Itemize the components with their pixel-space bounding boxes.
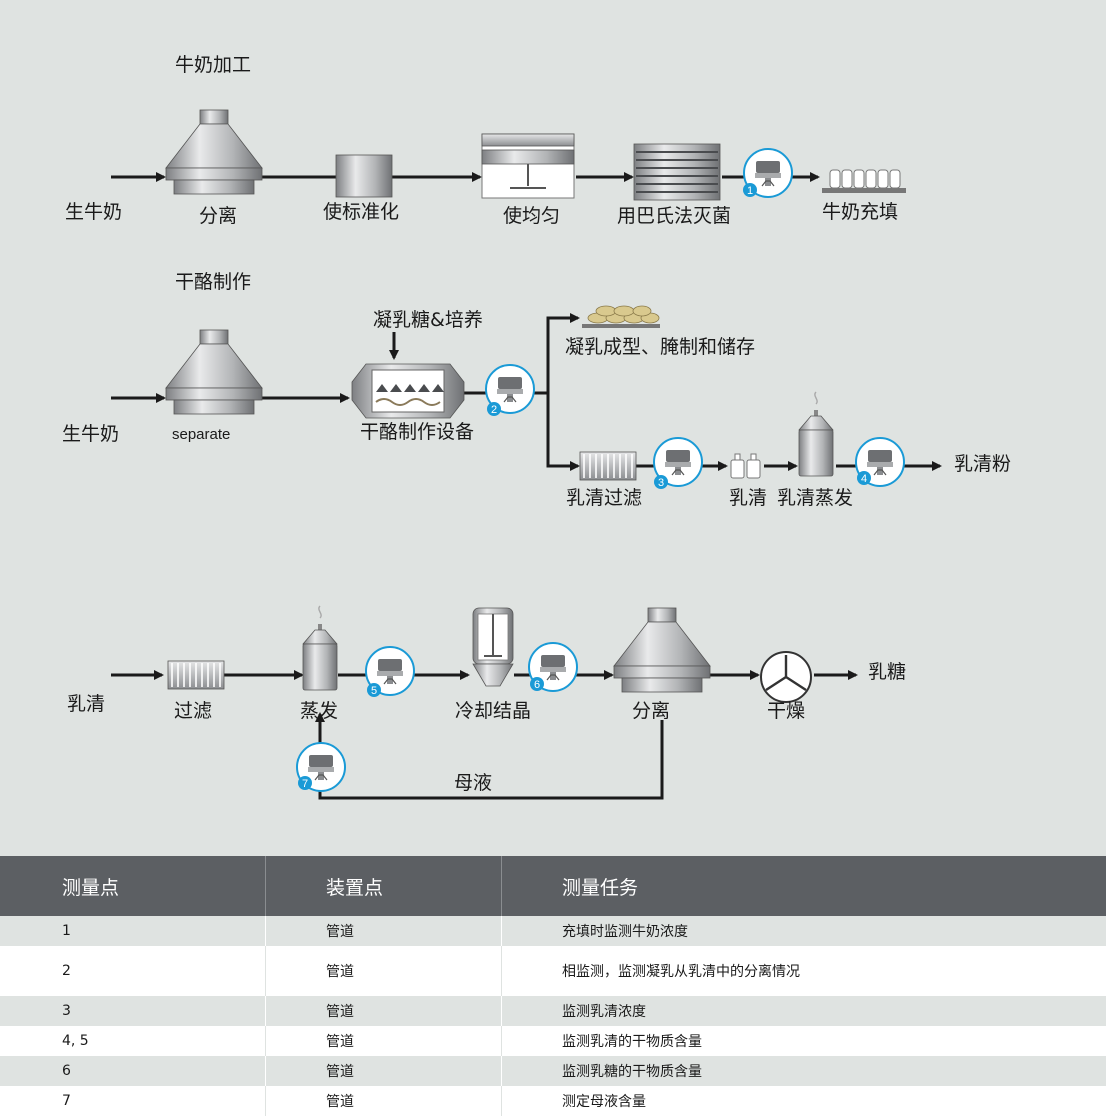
sensor-1-icon: 1 bbox=[743, 148, 793, 198]
header-location: 装置点 bbox=[266, 856, 502, 916]
cheese-equipment-label: 干酪制作设备 bbox=[360, 421, 474, 443]
milk-bottles-icon bbox=[822, 169, 906, 193]
sensor-3-icon: 3 bbox=[653, 437, 703, 489]
cell-location: 管道 bbox=[266, 1086, 502, 1116]
sensor-7-icon: 7 bbox=[296, 742, 346, 792]
cheese-section-title: 干酪制作 bbox=[175, 271, 251, 293]
cheese-input-label: 生牛奶 bbox=[62, 423, 119, 445]
pasteurize-label: 用巴氏法灭菌 bbox=[617, 205, 731, 227]
lactose-separation-label: 分离 bbox=[632, 700, 670, 722]
cell-point: 4, 5 bbox=[0, 1026, 266, 1056]
separation-label: 分离 bbox=[199, 205, 237, 227]
crystallizer-icon bbox=[472, 607, 514, 687]
filter-label: 过滤 bbox=[174, 700, 212, 722]
additive-label: 凝乳糖&培养 bbox=[373, 309, 483, 331]
cell-location: 管道 bbox=[266, 1056, 502, 1086]
standardizer-icon bbox=[335, 154, 393, 198]
cell-point: 2 bbox=[0, 946, 266, 996]
cell-location: 管道 bbox=[266, 916, 502, 946]
whey-powder-label: 乳清粉 bbox=[954, 453, 1011, 475]
drying-label: 干燥 bbox=[767, 700, 805, 722]
sensor-2-icon: 2 bbox=[485, 364, 535, 416]
cheese-wheels-icon bbox=[582, 305, 660, 328]
mother-liquor-label: 母液 bbox=[454, 772, 492, 794]
evaporate-label: 蒸发 bbox=[300, 700, 338, 722]
whey-label: 乳清 bbox=[729, 487, 767, 509]
table-row: 4, 5 管道 监测乳清的干物质含量 bbox=[0, 1026, 1106, 1056]
pasteurizer-icon bbox=[633, 143, 721, 201]
homogenize-label: 使均匀 bbox=[503, 205, 560, 227]
curd-output-label: 凝乳成型、腌制和储存 bbox=[565, 336, 755, 358]
milk-filling-label: 牛奶充填 bbox=[822, 201, 898, 223]
milk-section-title: 牛奶加工 bbox=[175, 54, 251, 76]
svg-text:4: 4 bbox=[861, 473, 867, 485]
cell-task: 相监测，监测凝乳从乳清中的分离情况 bbox=[562, 964, 800, 980]
header-point: 测量点 bbox=[0, 856, 266, 916]
cooling-crystallize-label: 冷却结晶 bbox=[455, 700, 531, 722]
lactose-input-label: 乳清 bbox=[67, 693, 105, 715]
table-row: 2 管道 相监测，监测凝乳从乳清中的分离情况 bbox=[0, 946, 1106, 996]
table-row: 6 管道 监测乳糖的干物质含量 bbox=[0, 1056, 1106, 1086]
table-row: 1 管道 充填时监测牛奶浓度 bbox=[0, 916, 1106, 946]
header-task: 测量任务 bbox=[562, 876, 639, 899]
cell-task: 测定母液含量 bbox=[562, 1094, 646, 1110]
whey-filter-icon bbox=[579, 451, 637, 481]
process-flow-svg: 牛奶加工 1 生牛奶 分离 使标准化 使均匀 用巴氏法灭菌 bbox=[62, 54, 1011, 800]
cell-location: 管道 bbox=[266, 946, 502, 996]
standardize-label: 使标准化 bbox=[323, 201, 399, 223]
svg-text:5: 5 bbox=[371, 685, 377, 697]
process-diagram: 牛奶加工 1 生牛奶 分离 使标准化 使均匀 用巴氏法灭菌 bbox=[0, 0, 1106, 856]
whey-filter-label: 乳清过滤 bbox=[566, 487, 642, 509]
cell-point: 6 bbox=[0, 1056, 266, 1086]
cell-point: 7 bbox=[0, 1086, 266, 1116]
svg-text:1: 1 bbox=[747, 185, 753, 197]
cheese-vat-icon bbox=[351, 363, 465, 419]
table-header: 测量点 装置点 测量任务 bbox=[0, 856, 1106, 916]
table-row: 3 管道 监测乳清浓度 bbox=[0, 996, 1106, 1026]
cell-task: 监测乳清浓度 bbox=[562, 1004, 646, 1020]
lactose-output-label: 乳糖 bbox=[868, 661, 906, 683]
cell-task: 监测乳清的干物质含量 bbox=[562, 1034, 702, 1050]
whey-evaporator-icon bbox=[798, 391, 834, 477]
sensor-5-icon: 5 bbox=[365, 646, 415, 697]
cell-point: 1 bbox=[0, 916, 266, 946]
whey-evaporation-label: 乳清蒸发 bbox=[777, 487, 853, 509]
svg-text:6: 6 bbox=[534, 679, 540, 691]
sensor-4-icon: 4 bbox=[855, 437, 905, 487]
lactose-evaporator-icon bbox=[302, 605, 338, 691]
table-row: 7 管道 测定母液含量 bbox=[0, 1086, 1106, 1116]
cheese-separator-icon bbox=[165, 329, 263, 415]
dryer-icon bbox=[760, 651, 812, 703]
cell-location: 管道 bbox=[266, 1026, 502, 1056]
svg-text:2: 2 bbox=[491, 404, 497, 416]
cell-point: 3 bbox=[0, 996, 266, 1026]
lactose-separator-icon bbox=[613, 607, 711, 693]
cell-task: 监测乳糖的干物质含量 bbox=[562, 1064, 702, 1080]
lactose-filter-icon bbox=[167, 660, 225, 690]
svg-text:7: 7 bbox=[302, 778, 308, 790]
measurement-table: 测量点 装置点 测量任务 1 管道 充填时监测牛奶浓度 2 管道 相监测，监测凝… bbox=[0, 856, 1106, 1116]
homogenizer-icon bbox=[481, 133, 575, 199]
svg-text:3: 3 bbox=[658, 477, 664, 489]
cell-task: 充填时监测牛奶浓度 bbox=[562, 924, 688, 940]
separator-icon bbox=[165, 109, 263, 195]
whey-bottles-icon bbox=[730, 453, 761, 479]
cell-location: 管道 bbox=[266, 996, 502, 1026]
milk-input-label: 生牛奶 bbox=[65, 201, 122, 223]
sensor-6-icon: 6 bbox=[528, 642, 578, 692]
separate-label: separate bbox=[172, 426, 230, 443]
